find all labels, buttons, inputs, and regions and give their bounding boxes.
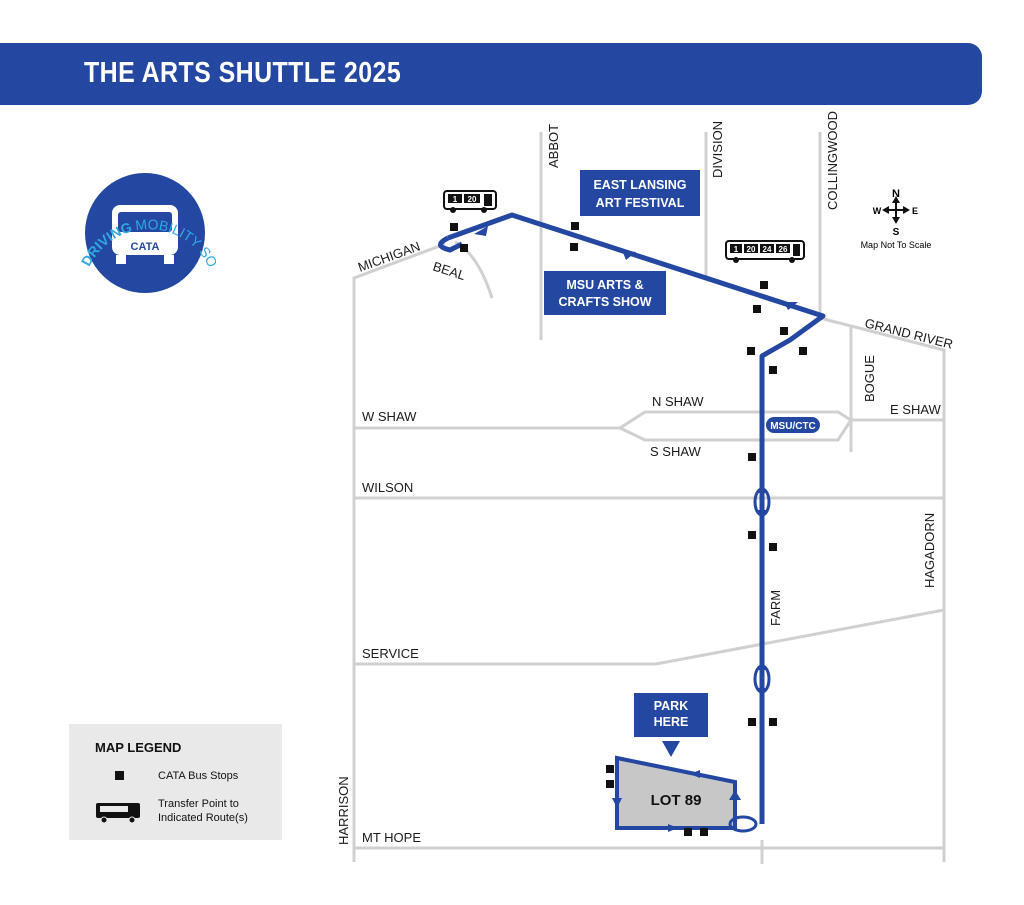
msu-arts-line1: MSU ARTS & bbox=[566, 278, 643, 292]
compass-n: N bbox=[892, 188, 900, 200]
route-badge: 24 bbox=[763, 245, 772, 254]
label-w-shaw: W SHAW bbox=[362, 409, 417, 424]
road-n-shaw bbox=[354, 410, 944, 430]
bus-stop bbox=[769, 718, 777, 726]
direction-marker-2 bbox=[753, 664, 771, 694]
scale-note: Map Not To Scale bbox=[861, 240, 932, 250]
station-badge bbox=[766, 417, 820, 433]
shuttle-route bbox=[438, 212, 826, 824]
direction-marker-1 bbox=[753, 487, 771, 517]
bus-stop bbox=[684, 828, 692, 836]
label-mt-hope: MT HOPE bbox=[362, 830, 421, 845]
bus-stop bbox=[606, 765, 614, 773]
lot-label: LOT 89 bbox=[651, 792, 702, 809]
road-michigan bbox=[352, 242, 446, 862]
road-s-shaw bbox=[619, 419, 853, 442]
bus-stop bbox=[748, 718, 756, 726]
park-line1: PARK bbox=[654, 699, 689, 713]
logo-text: CATA bbox=[131, 241, 160, 253]
arrow-9 bbox=[668, 824, 678, 832]
label-wilson: WILSON bbox=[362, 480, 413, 495]
arrow-11 bbox=[690, 770, 700, 778]
bus-stop bbox=[460, 244, 468, 252]
label-abbot: ABBOT bbox=[546, 124, 561, 168]
bus-stop bbox=[747, 347, 755, 355]
route-badge: 1 bbox=[453, 195, 458, 204]
msu-arts-line2: CRAFTS SHOW bbox=[558, 295, 651, 309]
legend-stops: CATA Bus Stops bbox=[158, 770, 239, 782]
legend-transfer-line1: Transfer Point to bbox=[158, 798, 239, 810]
legend-transfer-line2: Indicated Route(s) bbox=[158, 812, 248, 824]
arrow-8 bbox=[729, 790, 741, 800]
park-here-box bbox=[634, 693, 708, 737]
direction-marker-3 bbox=[728, 815, 758, 833]
legend-title: MAP LEGEND bbox=[95, 740, 182, 755]
cata-logo: CATA DRIVINGMOBILITY SOLUTIONS bbox=[0, 0, 221, 293]
compass-s: S bbox=[893, 227, 900, 238]
station-label: MSU/CTC bbox=[770, 421, 816, 432]
msu-arts-box bbox=[544, 271, 666, 315]
road-service bbox=[354, 608, 945, 666]
title-banner: THE ARTS SHUTTLE 2025 bbox=[0, 43, 982, 105]
label-hagadorn: HAGADORN bbox=[922, 513, 937, 588]
bus-stop bbox=[748, 453, 756, 461]
label-division: DIVISION bbox=[710, 121, 725, 178]
label-e-shaw: E SHAW bbox=[890, 402, 942, 417]
roads bbox=[352, 132, 946, 864]
route-badge: 20 bbox=[747, 245, 756, 254]
bus-stop bbox=[769, 543, 777, 551]
label-service: SERVICE bbox=[362, 646, 419, 661]
bus-stop bbox=[753, 305, 761, 313]
bus-stop bbox=[570, 243, 578, 251]
bus-stop bbox=[700, 828, 708, 836]
label-beal: BEAL bbox=[431, 259, 467, 284]
label-collingwood: COLLINGWOOD bbox=[825, 111, 840, 210]
route-badge: 26 bbox=[779, 245, 788, 254]
arrow-3 bbox=[784, 302, 798, 310]
compass-e: E bbox=[912, 206, 918, 216]
arrow-1 bbox=[474, 226, 488, 236]
park-arrow bbox=[662, 741, 680, 757]
bus-stop bbox=[780, 327, 788, 335]
transfer-east: 1 20 24 26 bbox=[725, 240, 805, 263]
bus-stop bbox=[450, 223, 458, 231]
label-harrison: HARRISON bbox=[336, 776, 351, 845]
bus-icon bbox=[96, 803, 140, 824]
transfer-west: 1 20 bbox=[443, 190, 497, 213]
route-badge: 1 bbox=[734, 245, 739, 254]
arrow-2 bbox=[622, 250, 636, 260]
bus-stop-icon bbox=[115, 771, 124, 780]
label-s-shaw: S SHAW bbox=[650, 444, 702, 459]
page-title: THE ARTS SHUTTLE 2025 bbox=[84, 57, 402, 89]
route-arrows bbox=[474, 226, 798, 832]
route-badge: 20 bbox=[468, 195, 477, 204]
legend-transfer: Transfer Point to Indicated Route(s) bbox=[158, 797, 268, 825]
road-grand-river-hagadorn bbox=[819, 316, 946, 862]
bus-stop bbox=[606, 780, 614, 788]
east-lansing-box bbox=[580, 170, 700, 216]
label-farm: FARM bbox=[768, 590, 783, 626]
bus-stop bbox=[799, 347, 807, 355]
label-bogue: BOGUE bbox=[862, 355, 877, 402]
compass: N S W E Map Not To Scale bbox=[861, 188, 932, 250]
arrow-10 bbox=[612, 798, 622, 808]
bus-stop bbox=[769, 366, 777, 374]
map-legend: MAP LEGEND CATA Bus Stops Transfer Point… bbox=[69, 724, 282, 840]
bus-stop bbox=[571, 222, 579, 230]
compass-w: W bbox=[873, 206, 882, 216]
east-lansing-line2: ART FESTIVAL bbox=[596, 196, 685, 210]
park-line2: HERE bbox=[654, 715, 689, 729]
label-n-shaw: N SHAW bbox=[652, 394, 704, 409]
bus-stop bbox=[760, 281, 768, 289]
slogan: DRIVINGMOBILITY SOLUTIONS bbox=[0, 0, 221, 270]
bus-stop bbox=[748, 531, 756, 539]
bus-stops bbox=[450, 222, 807, 836]
east-lansing-line1: EAST LANSING bbox=[593, 178, 686, 192]
